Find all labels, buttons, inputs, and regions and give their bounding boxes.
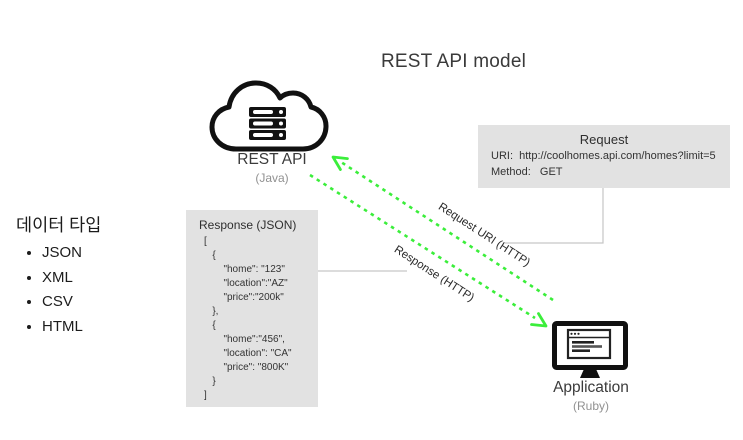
list-item: XML (42, 266, 83, 291)
response-box: Response (JSON) [ { "home": "123" "locat… (186, 210, 318, 407)
list-item: HTML (42, 315, 83, 340)
page-title: REST API model (381, 51, 527, 72)
monitor-stand (580, 369, 600, 378)
rest-api-sublabel: (Java) (255, 171, 289, 185)
server-stack-icon (249, 107, 286, 140)
request-uri-line: URI: http://coolhomes.api.com/homes?limi… (491, 150, 716, 162)
list-item: JSON (42, 241, 83, 266)
application-sublabel: (Ruby) (572, 399, 609, 413)
response-arrowhead-icon (530, 312, 548, 328)
request-arrowhead-icon (331, 155, 349, 171)
rest-api-node-label: REST API (Java) (212, 151, 332, 185)
response-json-body: [ { "home": "123" "location":"AZ" "price… (204, 236, 292, 401)
request-box-title: Request (579, 132, 629, 147)
cloud-server-icon (209, 80, 329, 152)
request-callout-line (505, 188, 604, 244)
application-node-label: Application (Ruby) (541, 379, 641, 413)
datatypes-list: JSON XML CSV HTML (16, 241, 83, 339)
request-box: Request URI: http://coolhomes.api.com/ho… (478, 125, 730, 188)
list-item: CSV (42, 290, 83, 315)
response-box-title: Response (JSON) (199, 218, 297, 232)
rest-api-label: REST API (237, 151, 307, 168)
response-arrow-label: Response (HTTP) (391, 243, 477, 305)
application-label: Application (553, 379, 629, 396)
request-method-line: Method: GET (491, 166, 563, 178)
monitor-icon (552, 321, 628, 378)
datatypes-heading: 데이터 타입 (16, 215, 102, 235)
request-arrow-label: Request URI (HTTP) (435, 200, 533, 270)
browser-window-icon (566, 328, 612, 360)
